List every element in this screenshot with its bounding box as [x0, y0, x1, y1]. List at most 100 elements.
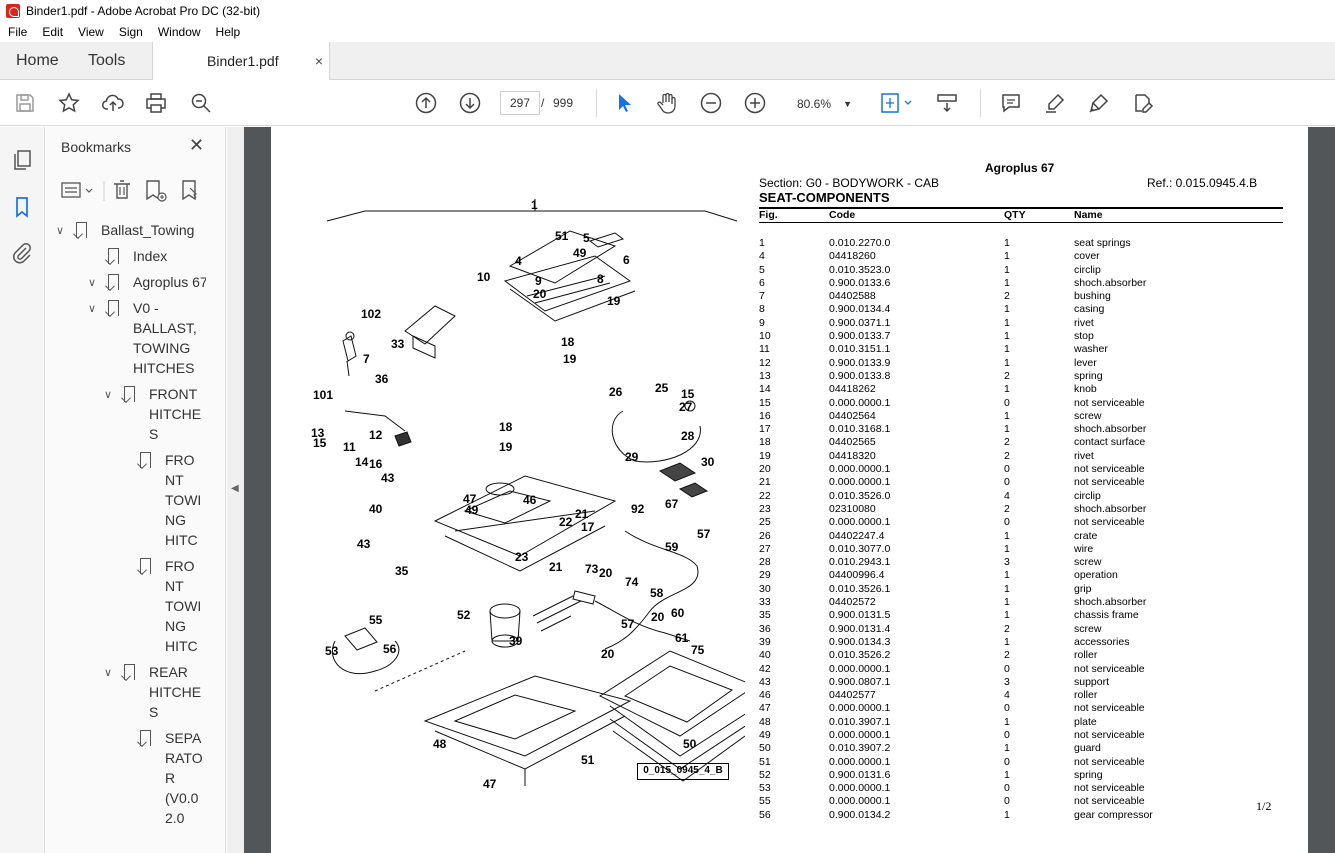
highlight-pen-icon[interactable] [1043, 91, 1067, 115]
bookmark-item[interactable]: ∨Ballast_Towing [46, 220, 206, 240]
chevron-down-icon[interactable]: ∨ [104, 667, 113, 679]
cell-name: shoch.absorber [1074, 596, 1147, 609]
cell-code: 0.010.2943.1 [829, 556, 891, 569]
cell-fig: 11 [759, 343, 770, 356]
cell-fig: 4 [759, 250, 765, 263]
cell-qty: 1 [1004, 330, 1010, 343]
save-icon[interactable] [13, 91, 37, 115]
bookmarks-panel-icon[interactable] [10, 195, 34, 219]
scrolling-mode-icon[interactable] [935, 91, 959, 115]
menu-sign[interactable]: Sign [118, 25, 143, 39]
bookmark-item[interactable]: ∨FRONT HITCHE S [46, 384, 206, 444]
chevron-left-icon: ◀ [231, 483, 239, 494]
bookmark-item[interactable]: FRO NT TOWI NG HITC [46, 556, 206, 656]
cell-name: guard [1074, 742, 1101, 755]
zoom-level-select[interactable]: 80.6% ▼ [787, 91, 859, 115]
close-tab-icon[interactable]: × [314, 53, 323, 69]
zoom-out-icon[interactable] [699, 91, 723, 115]
tab-tools[interactable]: Tools [88, 52, 126, 69]
cell-fig: 19 [759, 449, 771, 462]
cell-name: not serviceable [1074, 728, 1145, 741]
page-number-input[interactable]: 297 [500, 91, 540, 115]
select-cursor-icon[interactable] [612, 91, 636, 115]
bookmark-item[interactable]: ∨Agroplus 67 [46, 272, 206, 292]
cell-fig: 28 [759, 556, 771, 569]
callout-number: 47 [463, 492, 477, 506]
document-viewer[interactable]: Agroplus 67 Section: G0 - BODYWORK - CAB… [244, 127, 1335, 853]
cell-code: 0.000.0000.1 [829, 702, 891, 715]
comment-icon[interactable] [999, 91, 1023, 115]
callout-number: 13 [311, 426, 325, 440]
chevron-down-icon[interactable]: ∨ [104, 389, 113, 401]
hand-tool-icon[interactable] [655, 91, 679, 115]
callout-number: 58 [650, 586, 664, 600]
attachments-icon[interactable] [10, 241, 34, 265]
cell-code: 04418262 [829, 383, 876, 396]
cell-name: bushing [1074, 290, 1111, 303]
bookmark-item[interactable]: Index [46, 246, 206, 266]
bookmark-item[interactable]: ∨REAR HITCHE S [46, 662, 206, 722]
callout-number: 19 [607, 294, 621, 308]
bookmark-options-icon[interactable] [61, 182, 93, 198]
zoom-in-icon[interactable] [743, 91, 767, 115]
bookmark-item[interactable]: ∨V0 - BALLAST, TOWING HITCHES [46, 298, 206, 378]
cell-code: 04418260 [829, 250, 876, 263]
menu-window[interactable]: Window [157, 25, 201, 39]
fit-page-icon[interactable] [878, 91, 914, 115]
chevron-down-icon[interactable]: ∨ [56, 225, 65, 237]
draw-pen-icon[interactable] [1087, 91, 1111, 115]
tab-home[interactable]: Home [16, 52, 59, 69]
menu-file[interactable]: File [8, 25, 28, 39]
cell-name: seat springs [1074, 237, 1131, 249]
cell-name: stop [1074, 330, 1094, 343]
new-bookmark-icon[interactable] [146, 180, 167, 202]
callout-number: 47 [483, 777, 497, 791]
chevron-down-icon[interactable]: ∨ [88, 277, 97, 289]
cell-qty: 2 [1004, 502, 1010, 515]
cell-code: 0.900.0133.8 [829, 369, 891, 382]
cell-name: not serviceable [1074, 516, 1145, 529]
add-bookmark-from-structure-icon[interactable] [182, 180, 198, 201]
bookmark-item[interactable]: SEPA RATO R (V0.0 2.0 [46, 728, 206, 828]
close-panel-icon[interactable]: ✕ [189, 135, 205, 155]
callout-number: 52 [457, 608, 471, 622]
panel-collapse-handle[interactable]: ◀ [227, 127, 244, 853]
menu-edit[interactable]: Edit [42, 25, 64, 39]
col-code: Code [829, 209, 856, 221]
callout-number: 17 [581, 520, 595, 534]
previous-page-icon[interactable] [414, 91, 438, 115]
tab-bar: Home Tools Binder1.pdf × [0, 42, 1335, 81]
cell-name: contact surface [1074, 436, 1146, 449]
cell-code: 04400996.4 [829, 569, 885, 582]
callout-number: 46 [523, 493, 537, 507]
cell-fig: 30 [759, 582, 771, 595]
next-page-icon[interactable] [458, 91, 482, 115]
callout-number: 15 [313, 436, 327, 450]
fill-sign-icon[interactable] [1131, 91, 1155, 115]
page-thumbnails-icon[interactable] [10, 148, 34, 172]
callout-number: 16 [369, 457, 383, 471]
toolbar-divider [596, 89, 597, 117]
cell-qty: 1 [1004, 276, 1010, 289]
cell-name: plate [1074, 715, 1097, 728]
bookmark-star-icon[interactable] [57, 91, 81, 115]
print-icon[interactable] [144, 91, 168, 115]
bookmark-item[interactable]: FRO NT TOWI NG HITC [46, 450, 206, 550]
callout-number: 101 [313, 388, 333, 402]
zoom-search-icon[interactable] [189, 91, 213, 115]
menu-help[interactable]: Help [215, 25, 241, 39]
menu-view[interactable]: View [78, 25, 104, 39]
cell-name: spring [1074, 768, 1103, 781]
chevron-down-icon[interactable]: ∨ [88, 303, 97, 315]
upload-cloud-icon[interactable] [101, 91, 125, 115]
cell-name: crate [1074, 529, 1098, 542]
tab-document[interactable]: Binder1.pdf × [152, 42, 330, 81]
delete-bookmark-icon[interactable] [114, 180, 130, 199]
